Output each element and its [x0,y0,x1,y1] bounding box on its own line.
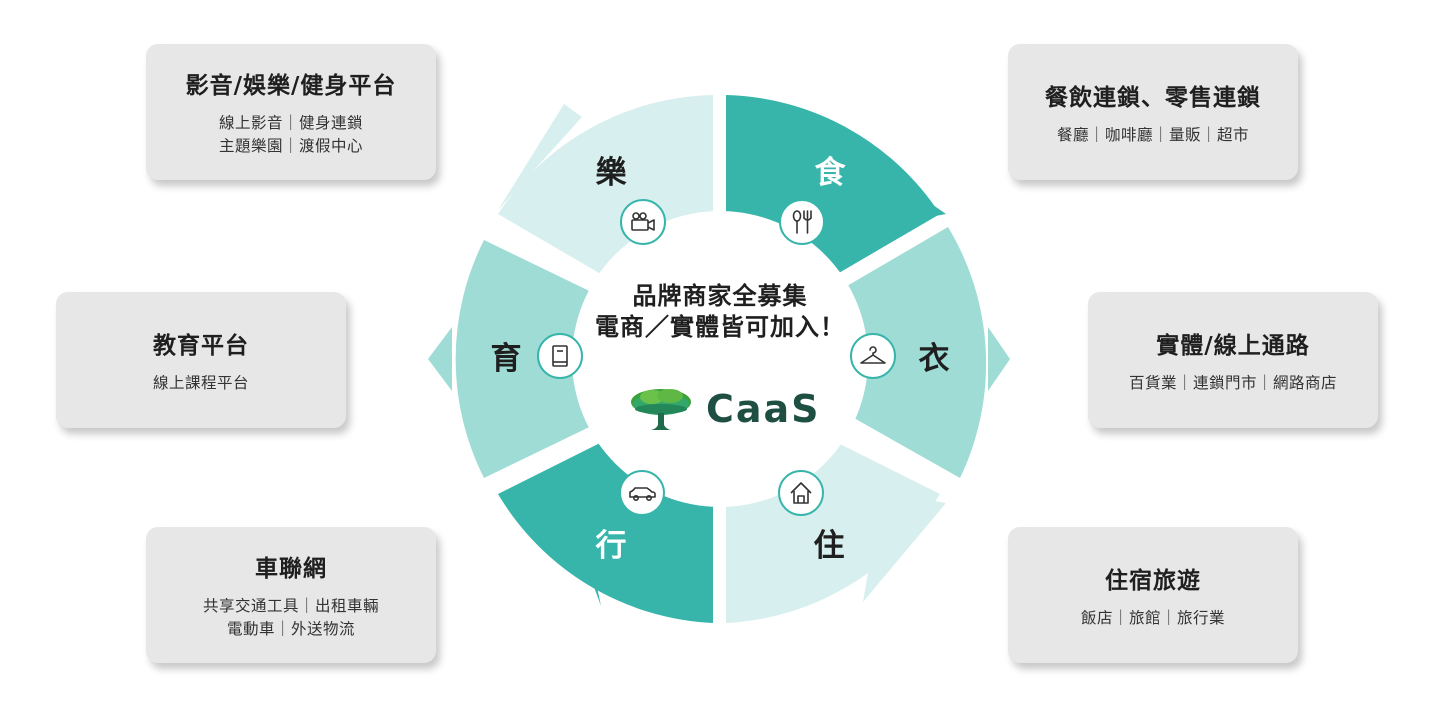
card-line: 餐廳｜咖啡廳｜量販｜超市 [1056,125,1249,144]
card-title: 實體/線上通路 [1156,332,1310,359]
card-line: 共享交通工具｜出租車輛 [202,597,379,615]
card-dining-retail: 餐飲連鎖、零售連鎖 餐廳｜咖啡廳｜量販｜超市 [1008,44,1298,180]
center-line-1: 品牌商家全募集 [632,282,808,310]
arrow-tip-xing [562,492,601,606]
caas-logo: CaaS [628,385,821,433]
car-icon [619,470,665,516]
card-line: 百貨業｜連鎖門市｜網路商店 [1128,373,1337,392]
video-camera-icon [620,199,666,245]
arrow-tip-zhu [863,492,946,602]
segment-label-yu: 育 [490,341,522,377]
card-travel: 住宿旅遊 飯店｜旅館｜旅行業 [1008,527,1298,663]
segment-label-shi: 食 [814,155,846,191]
center-disk [572,211,868,507]
card-line: 線上影音｜健身連鎖 [218,114,363,132]
card-entertainment: 影音/娛樂/健身平台 線上影音｜健身連鎖 主題樂園｜渡假中心 [146,44,436,180]
card-line: 主題樂園｜渡假中心 [218,137,363,155]
segment-yu [455,240,608,478]
arrow-tip-yu [428,327,452,391]
center-line-2: 電商／實體皆可加入！ [595,313,845,341]
card-channels: 實體/線上通路 百貨業｜連鎖門市｜網路商店 [1088,292,1378,428]
tree-icon [631,389,691,430]
segment-label-zhu: 住 [813,528,845,564]
center-heading: 品牌商家全募集 電商／實體皆可加入！ [575,281,865,343]
arrow-tip-shi [882,180,946,226]
arrow-tip-yi [988,327,1010,391]
segment-yi [831,227,987,478]
card-line: 電動車｜外送物流 [226,620,355,638]
card-title: 教育平台 [153,332,249,359]
card-title: 影音/娛樂/健身平台 [185,73,397,99]
segment-label-yi: 衣 [918,341,950,377]
card-line: 飯店｜旅館｜旅行業 [1080,608,1225,627]
card-title: 餐飲連鎖、零售連鎖 [1045,84,1261,111]
arrow-tip-le [498,104,582,210]
card-title: 住宿旅遊 [1105,567,1201,594]
card-title: 車聯網 [255,556,327,582]
segment-label-le: 樂 [595,155,627,191]
card-connected-vehicles: 車聯網 共享交通工具｜出租車輛 電動車｜外送物流 [146,527,436,663]
segment-label-xing: 行 [595,528,627,564]
book-icon [537,333,583,379]
card-education: 教育平台 線上課程平台 [56,292,346,428]
fork-knife-icon [779,199,825,245]
hanger-icon [850,333,896,379]
card-line: 線上課程平台 [152,373,249,392]
logo-name: CaaS [706,387,821,431]
house-icon [778,470,824,516]
